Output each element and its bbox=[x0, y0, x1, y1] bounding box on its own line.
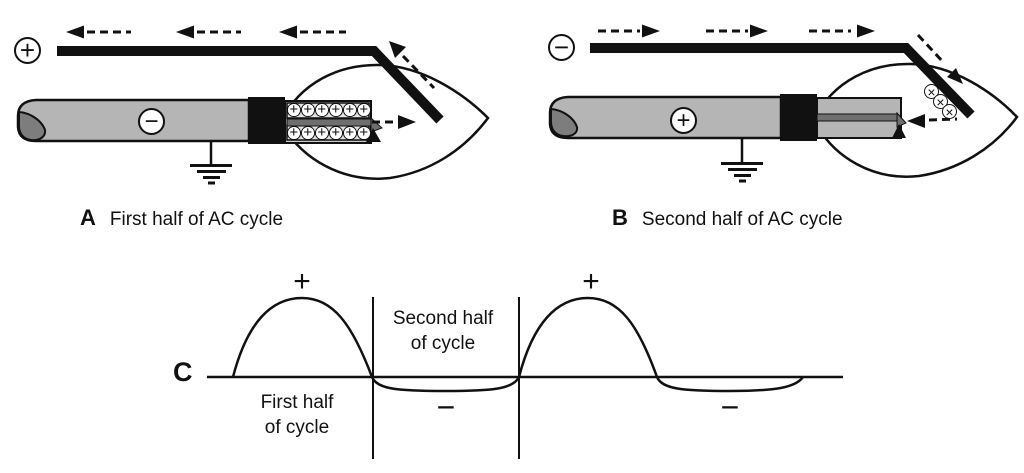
panel-b-letter: B bbox=[612, 205, 628, 230]
panel-a-caption-text: First half of AC cycle bbox=[109, 209, 284, 230]
panel-b-drawing bbox=[548, 24, 1019, 183]
first-half-line1: First half bbox=[260, 392, 334, 413]
flux-charge-icon: × bbox=[942, 104, 957, 119]
electrode-cable-a bbox=[57, 46, 444, 124]
rod-end-blob-a bbox=[18, 110, 47, 142]
positive-charge-row-bottom: + + + + + + bbox=[287, 126, 371, 140]
electron-flow-arrows-b bbox=[598, 24, 875, 38]
plus-charge-icon: + bbox=[301, 126, 315, 140]
rod-charge-symbol-b: + bbox=[670, 107, 697, 134]
insulator-band-b bbox=[780, 94, 817, 141]
plus-charge-icon: + bbox=[287, 126, 301, 140]
second-half-line2: of cycle bbox=[410, 333, 476, 354]
first-half-annotation: First half of cycle bbox=[261, 390, 334, 440]
negative-terminal-symbol-b: − bbox=[548, 32, 575, 62]
positive-half-sign-1: + bbox=[293, 265, 311, 298]
plus-charge-icon: + bbox=[329, 103, 343, 117]
electron-flow-arrows-a bbox=[66, 25, 346, 39]
plus-charge-icon: + bbox=[315, 103, 329, 117]
workpiece-rod-b bbox=[548, 95, 783, 140]
negative-half-sign-1: − bbox=[436, 389, 456, 425]
plus-charge-icon: + bbox=[357, 103, 371, 117]
plus-charge-icon: + bbox=[343, 126, 357, 140]
panel-a-drawing bbox=[16, 25, 490, 185]
panel-c-letter: C bbox=[173, 357, 193, 387]
plus-charge-icon: + bbox=[343, 103, 357, 117]
panel-b-caption-text: Second half of AC cycle bbox=[641, 209, 843, 230]
arc-flame-outline-b bbox=[812, 62, 1019, 178]
panel-a-caption: A First half of AC cycle bbox=[80, 205, 283, 231]
diagonal-flow-arrow-a bbox=[389, 41, 436, 90]
diagonal-flow-arrow-b bbox=[916, 33, 963, 84]
ion-flow-arrow-a bbox=[372, 115, 416, 129]
first-half-line2: of cycle bbox=[264, 417, 330, 438]
insulator-band-a bbox=[248, 97, 285, 144]
ground-icon-a bbox=[190, 141, 232, 185]
plus-charge-icon: + bbox=[287, 103, 301, 117]
workpiece-rod-a bbox=[16, 98, 251, 143]
plus-charge-icon: + bbox=[315, 126, 329, 140]
waveform-drawing bbox=[207, 296, 843, 459]
positive-half-sign-2: + bbox=[582, 265, 600, 298]
electrode-tip-b bbox=[816, 97, 907, 139]
plus-charge-icon: + bbox=[329, 126, 343, 140]
negative-half-sign-2: − bbox=[720, 389, 740, 425]
electrode-cable-b bbox=[590, 43, 975, 119]
plus-charge-icon: + bbox=[357, 126, 371, 140]
rod-charge-symbol-a: − bbox=[138, 108, 165, 135]
rod-end-blob-b bbox=[550, 107, 579, 138]
panel-a-letter: A bbox=[80, 205, 96, 230]
arc-flame-outline-a bbox=[279, 63, 490, 180]
panel-b-caption: B Second half of AC cycle bbox=[612, 205, 843, 231]
positive-terminal-symbol-a: + bbox=[14, 35, 41, 65]
second-half-annotation: Second half of cycle bbox=[393, 306, 493, 356]
ion-flow-arrow-b bbox=[907, 114, 958, 128]
plus-charge-icon: + bbox=[301, 103, 315, 117]
ground-icon-b bbox=[721, 138, 763, 183]
positive-charge-row-top: + + + + + + bbox=[287, 103, 371, 117]
second-half-line1: Second half bbox=[392, 308, 494, 329]
